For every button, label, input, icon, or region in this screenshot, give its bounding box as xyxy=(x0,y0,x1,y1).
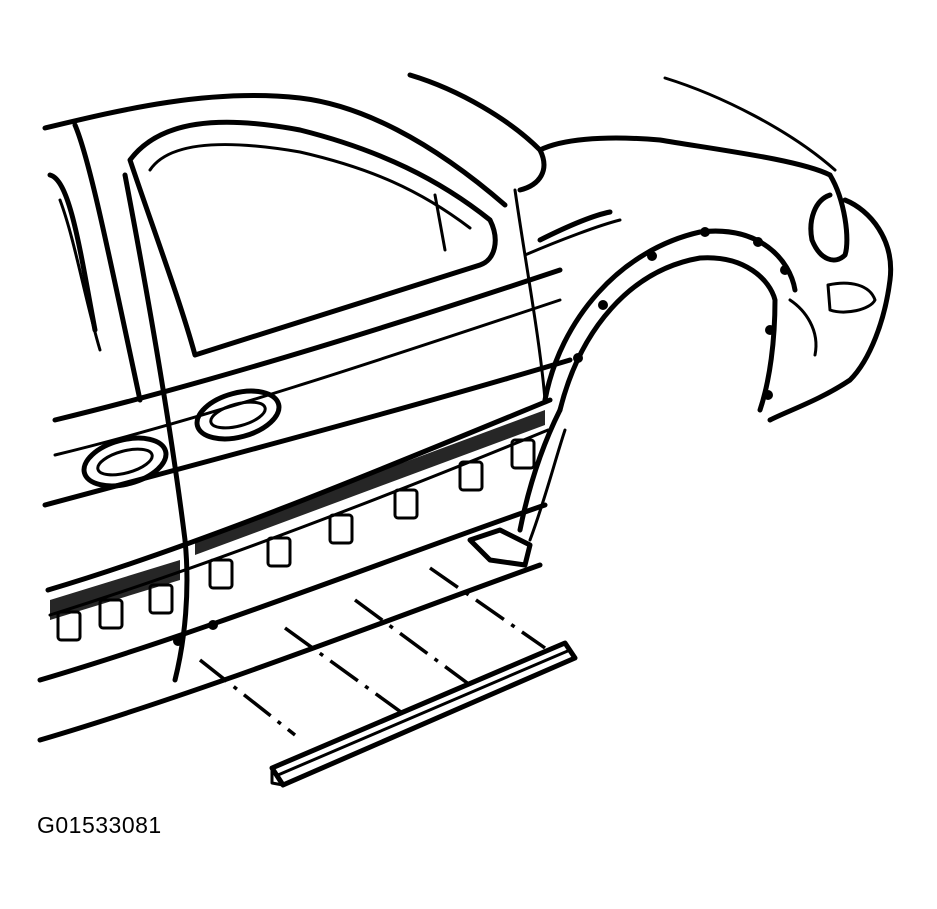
wheel-arch-fasteners xyxy=(573,227,790,400)
door-seam xyxy=(122,172,547,683)
figure-id-label: G01533081 xyxy=(37,812,162,838)
rear-door-handle xyxy=(81,435,169,489)
front-window xyxy=(127,119,498,358)
rocker-clips xyxy=(50,410,545,642)
rear-window-edge xyxy=(47,172,102,352)
rear-quarter-panel xyxy=(517,172,894,542)
alignment-lines xyxy=(198,566,546,737)
rocker-molding xyxy=(269,640,578,788)
front-door-handle xyxy=(194,388,282,442)
roof-outline xyxy=(42,72,837,403)
